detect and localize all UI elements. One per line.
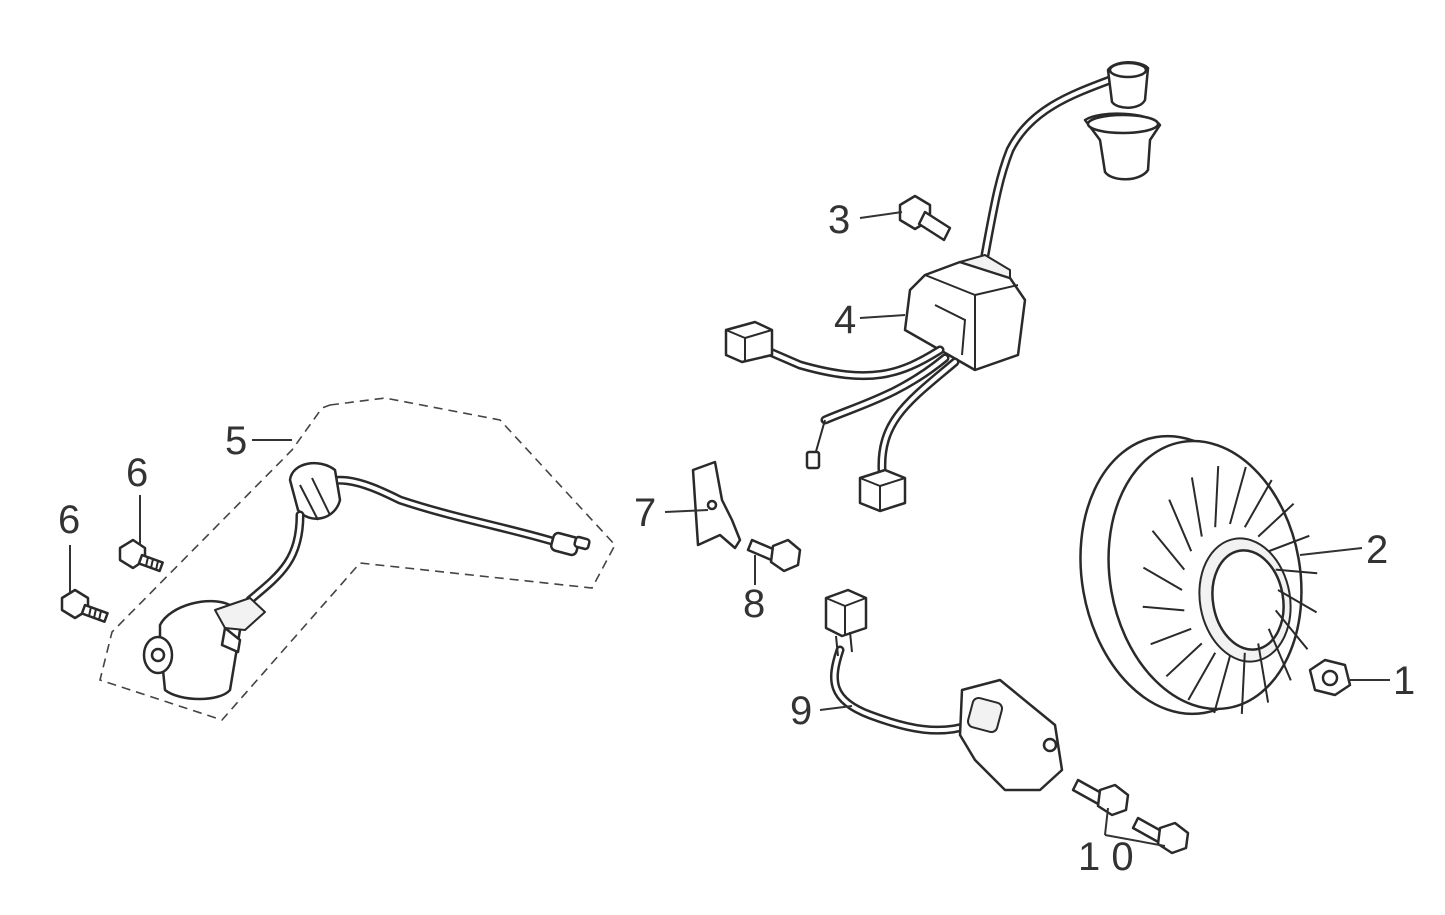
leader-lines [69,211,1390,847]
fan-blade [1151,530,1186,571]
fan-blade [1277,589,1318,614]
fan-blade [1187,652,1217,701]
callout-8: 8 [743,582,765,626]
nut-1 [1308,658,1352,697]
fan-blade [1165,642,1203,678]
callout-10: 1 0 [1078,835,1134,879]
fan-blade [1257,502,1295,538]
callout-9: 9 [790,689,812,733]
flywheel [1079,434,1318,716]
bolt-3 [898,194,952,242]
fan-blade [1240,652,1246,714]
fan-blade [1274,609,1309,650]
callout-7: 7 [634,491,656,535]
fan-blade [1268,534,1310,553]
fan-blade [1213,655,1231,714]
assembly-boundary [99,397,616,721]
fan-blade [1142,605,1185,612]
callout-5: 5 [225,419,247,463]
fan-blade [1168,499,1193,552]
fan-blade [1257,643,1270,703]
fan-blade [1275,568,1318,575]
fan-blade [1243,479,1273,528]
callout-1: 1 [1393,659,1415,703]
bolt-6-lower [60,588,109,623]
fan-blade [1150,627,1192,646]
callout-6-lower: 6 [58,498,80,542]
bracket-7 [691,460,742,550]
fan-blade [1214,466,1220,528]
fan-blade [1190,477,1203,537]
fan-blade [1142,566,1183,591]
stator-assembly [824,588,1064,792]
fan-blade [1267,628,1292,681]
fan-blade [1229,466,1247,525]
callout-2: 2 [1366,528,1388,572]
bolt-8 [746,538,802,573]
bolt-6-upper [118,538,164,573]
callout-4: 4 [834,298,856,342]
pickup-coil-assembly [99,397,616,721]
callout-3: 3 [828,198,850,242]
ignition-coil [724,61,1162,513]
callout-6-upper: 6 [126,451,148,495]
callout-labels: 1 2 3 4 5 6 6 7 8 9 1 0 [58,198,1415,879]
